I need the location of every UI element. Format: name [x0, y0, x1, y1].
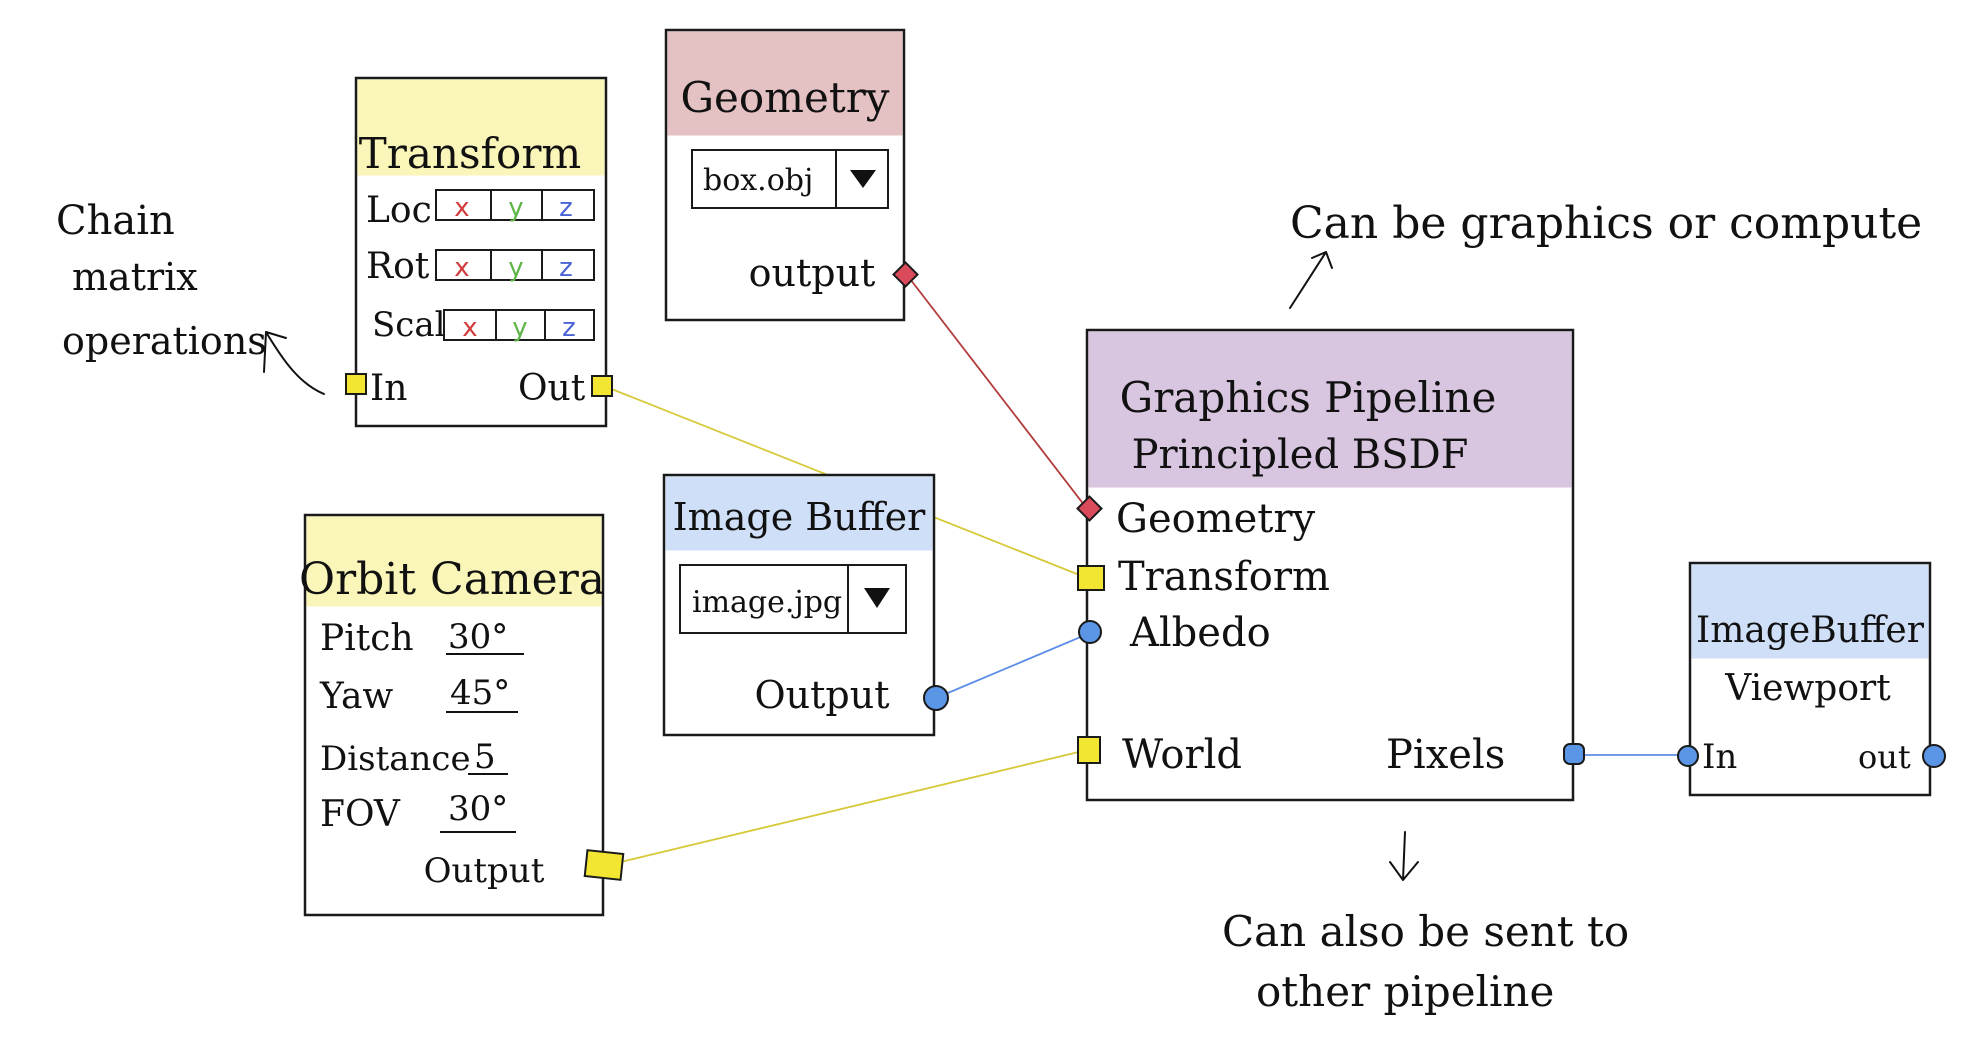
- image-file-select[interactable]: image.jpg: [679, 564, 907, 634]
- scale-field[interactable]: [443, 309, 595, 341]
- geometry-input-socket[interactable]: [1076, 495, 1103, 522]
- pipeline-input-label: World: [1122, 732, 1242, 778]
- viewport-in-label: In: [1702, 737, 1737, 777]
- image-buffer-node[interactable]: Image Buffer image.jpg Output: [662, 473, 949, 737]
- wire-image-to-albedo: [935, 632, 1091, 699]
- chain-annotation-line1: Chain: [56, 198, 175, 244]
- viewport-header: [1691, 564, 1929, 659]
- graphics-pipeline-title: Graphics Pipeline: [1120, 373, 1497, 422]
- param-fov: FOV 30°: [320, 789, 516, 835]
- wire-geometry-to-pipeline: [906, 274, 1089, 511]
- pixels-output-socket[interactable]: [1563, 743, 1585, 765]
- pipeline-annotation-line1: Can also be sent to: [1222, 907, 1629, 956]
- geometry-header: [667, 31, 903, 136]
- viewport-node[interactable]: ImageBuffer Viewport In out: [1677, 561, 1946, 797]
- arrow-icon: [1389, 831, 1419, 881]
- transform-input-socket[interactable]: [1077, 565, 1105, 591]
- graphics-pipeline-subtitle: Principled BSDF: [1132, 432, 1469, 478]
- image-file-value: image.jpg: [692, 585, 842, 620]
- transform-row-label: Loc: [366, 190, 432, 231]
- param-distance: Distance 5: [320, 737, 508, 779]
- transform-header: [357, 79, 605, 176]
- transform-out-label: Out: [518, 368, 586, 409]
- orbit-camera-title: Orbit Camera: [299, 554, 605, 605]
- image-buffer-header: [665, 476, 933, 551]
- arrow-icon: [1289, 251, 1333, 309]
- transform-in-socket[interactable]: [345, 373, 367, 395]
- graphics-pipeline-header: [1088, 331, 1572, 488]
- transform-node[interactable]: Transform Loc x y z Rot x y z Scale x y: [345, 76, 613, 428]
- chain-annotation-line2: matrix: [72, 255, 198, 299]
- geometry-output-socket[interactable]: [892, 261, 919, 288]
- compute-annotation: Can be graphics or compute: [1289, 198, 1922, 309]
- geometry-file-select[interactable]: box.obj: [691, 149, 889, 209]
- pipeline-input-label: Transform: [1118, 554, 1330, 600]
- image-buffer-title: Image Buffer: [673, 495, 926, 539]
- image-buffer-output-socket[interactable]: [923, 685, 949, 711]
- viewport-in-socket[interactable]: [1677, 745, 1699, 767]
- pipeline-annotation-line2: other pipeline: [1256, 967, 1554, 1016]
- rot-x[interactable]: x: [454, 253, 469, 283]
- scale-x[interactable]: x: [462, 313, 477, 343]
- rot-y[interactable]: y: [508, 253, 523, 283]
- transform-row-rot: Rot x y z: [366, 246, 595, 287]
- loc-x[interactable]: x: [454, 193, 469, 223]
- wire-camera-to-world: [603, 749, 1088, 867]
- param-label: Yaw: [319, 676, 393, 717]
- loc-y[interactable]: y: [508, 193, 523, 223]
- chain-annotation: Chain matrix operations: [56, 198, 325, 395]
- geometry-title: Geometry: [680, 73, 889, 122]
- pipeline-input-label: Geometry: [1116, 496, 1316, 542]
- transform-in-label: In: [370, 368, 407, 409]
- orbit-camera-node[interactable]: Orbit Camera Pitch 30° Yaw 45° Distance …: [299, 513, 625, 917]
- orbit-camera-output-socket[interactable]: [583, 849, 625, 881]
- viewport-subtitle: Viewport: [1724, 668, 1891, 709]
- rot-z[interactable]: z: [559, 253, 573, 283]
- loc-field[interactable]: [435, 189, 595, 221]
- graphics-pipeline-node[interactable]: Graphics Pipeline Principled BSDF Geomet…: [1076, 328, 1585, 802]
- albedo-input-socket[interactable]: [1078, 620, 1102, 644]
- pipeline-input-label: Albedo: [1129, 610, 1271, 656]
- pixels-output-label: Pixels: [1386, 732, 1505, 778]
- param-value[interactable]: 45°: [450, 673, 510, 713]
- param-label: Pitch: [320, 618, 414, 659]
- viewport-out-label: out: [1858, 738, 1911, 776]
- chain-annotation-line3: operations: [62, 319, 267, 363]
- geometry-node[interactable]: Geometry box.obj output: [664, 28, 919, 322]
- param-pitch: Pitch 30°: [320, 617, 524, 659]
- chevron-down-icon[interactable]: [850, 170, 876, 188]
- viewport-out-socket[interactable]: [1922, 744, 1946, 768]
- param-value[interactable]: 5: [474, 737, 496, 777]
- world-input-socket[interactable]: [1077, 736, 1101, 764]
- orbit-camera-header: [306, 516, 602, 607]
- scale-z[interactable]: z: [562, 313, 576, 343]
- arrow-icon: [263, 331, 325, 395]
- viewport-title: ImageBuffer: [1696, 610, 1925, 651]
- rot-field[interactable]: [435, 249, 595, 281]
- orbit-camera-output-label: Output: [424, 851, 545, 891]
- param-label: Distance: [320, 739, 471, 779]
- loc-z[interactable]: z: [559, 193, 573, 223]
- param-label: FOV: [320, 794, 401, 835]
- pipeline-annotation: Can also be sent to other pipeline: [1222, 831, 1629, 1016]
- param-value[interactable]: 30°: [448, 789, 508, 829]
- compute-annotation-text: Can be graphics or compute: [1290, 198, 1922, 249]
- transform-row-scale: Scale x y z: [372, 305, 595, 345]
- geometry-file-value: box.obj: [703, 163, 813, 198]
- geometry-output-label: output: [749, 251, 876, 295]
- param-value[interactable]: 30°: [448, 617, 508, 657]
- param-yaw: Yaw 45°: [319, 673, 518, 717]
- transform-row-loc: Loc x y z: [366, 189, 595, 231]
- transform-out-socket[interactable]: [591, 375, 613, 397]
- image-buffer-output-label: Output: [755, 673, 890, 717]
- scale-y[interactable]: y: [512, 313, 527, 343]
- transform-row-label: Rot: [366, 246, 430, 287]
- chevron-down-icon[interactable]: [864, 588, 890, 608]
- transform-title: Transform: [359, 129, 581, 178]
